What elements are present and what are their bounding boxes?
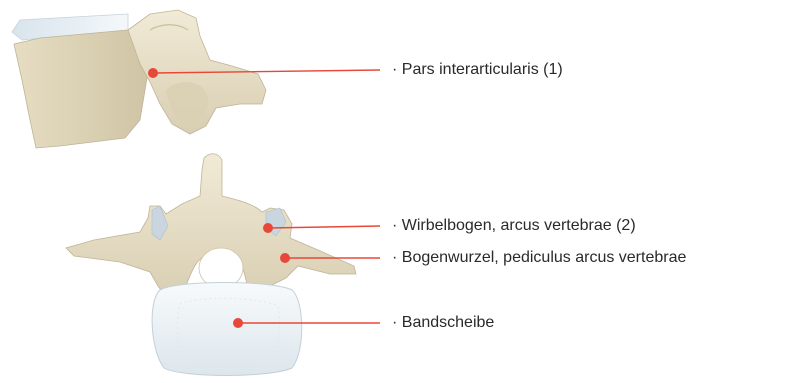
marker-arch [263,223,273,233]
vertebra-axial-view [66,154,356,376]
label-pars-interarticularis: · Pars interarticularis (1) [392,60,563,80]
lateral-vertebral-body [14,28,150,148]
label-pedicle: · Bogenwurzel, pediculus arcus vertebrae [392,248,686,268]
label-intervertebral-disc: · Bandscheibe [392,313,494,333]
vertebra-lateral-view [12,10,266,148]
marker-disc [233,318,243,328]
marker-pedicle [280,253,290,263]
vertebral-foramen [199,248,243,288]
label-vertebral-arch: · Wirbelbogen, arcus vertebrae (2) [392,216,636,236]
marker-pars [148,68,158,78]
